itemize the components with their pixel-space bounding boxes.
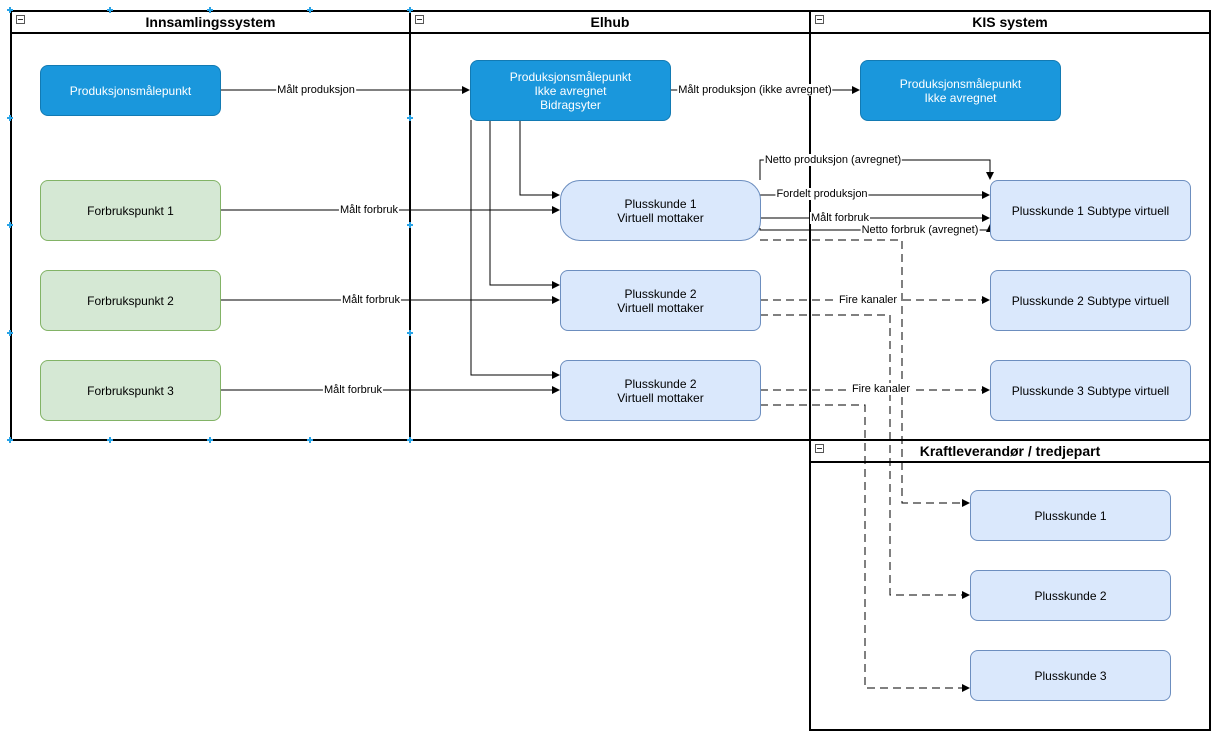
resize-handle[interactable] bbox=[7, 115, 13, 121]
node-forbrukspunkt-2[interactable]: Forbrukspunkt 2 bbox=[40, 270, 221, 331]
node-plusskunde-3-kraft[interactable]: Plusskunde 3 bbox=[970, 650, 1171, 701]
edge-label-malt-produksjon-ikke-avregnet: Målt produksjon (ikke avregnet) bbox=[677, 84, 833, 96]
resize-handle[interactable] bbox=[7, 7, 13, 13]
lane-header: Innsamlingssystem bbox=[12, 12, 409, 34]
node-line: Plusskunde 3 bbox=[1034, 668, 1107, 683]
node-line: Virtuell mottaker bbox=[617, 300, 704, 315]
node-produksjonsmalepunkt-kis[interactable]: Produksjonsmålepunkt Ikke avregnet bbox=[860, 60, 1061, 121]
node-forbrukspunkt-3[interactable]: Forbrukspunkt 3 bbox=[40, 360, 221, 421]
node-forbrukspunkt-1[interactable]: Forbrukspunkt 1 bbox=[40, 180, 221, 241]
collapse-icon[interactable] bbox=[415, 15, 424, 24]
resize-handle[interactable] bbox=[107, 7, 113, 13]
resize-handle[interactable] bbox=[407, 115, 413, 121]
edge-label-malt-forbruk-1: Målt forbruk bbox=[338, 204, 400, 216]
lane-title: Innsamlingssystem bbox=[145, 14, 276, 30]
node-plusskunde-1-virtuell[interactable]: Plusskunde 1 Virtuell mottaker bbox=[560, 180, 761, 241]
lane-title: Kraftleverandør / tredjepart bbox=[919, 443, 1101, 459]
resize-handle[interactable] bbox=[307, 7, 313, 13]
resize-handle[interactable] bbox=[7, 222, 13, 228]
node-line: Plusskunde 2 bbox=[624, 286, 697, 301]
resize-handle[interactable] bbox=[407, 437, 413, 443]
node-line: Forbrukspunkt 3 bbox=[87, 383, 174, 398]
node-line: Plusskunde 1 bbox=[1034, 508, 1107, 523]
edge-label-fire-kanaler-3: Fire kanaler bbox=[850, 383, 912, 395]
node-line: Plusskunde 2 Subtype virtuell bbox=[1011, 293, 1170, 308]
resize-handle[interactable] bbox=[407, 7, 413, 13]
edge-label-fordelt-produksjon: Fordelt produksjon bbox=[775, 188, 869, 200]
lane-header: Elhub bbox=[411, 12, 809, 34]
collapse-icon[interactable] bbox=[815, 15, 824, 24]
lane-header: Kraftleverandør / tredjepart bbox=[811, 441, 1209, 463]
node-line: Plusskunde 1 Subtype virtuell bbox=[1011, 203, 1170, 218]
edge-label-malt-forbruk-2: Målt forbruk bbox=[340, 294, 402, 306]
resize-handle[interactable] bbox=[207, 7, 213, 13]
edge-label-netto-forbruk: Netto forbruk (avregnet) bbox=[860, 224, 980, 236]
resize-handle[interactable] bbox=[207, 437, 213, 443]
resize-handle[interactable] bbox=[407, 330, 413, 336]
node-line: Plusskunde 3 Subtype virtuell bbox=[1011, 383, 1170, 398]
node-line: Forbrukspunkt 1 bbox=[87, 203, 174, 218]
node-line: Produksjonsmålepunkt bbox=[69, 83, 192, 98]
node-line: Bidragsyter bbox=[540, 97, 601, 112]
resize-handle[interactable] bbox=[107, 437, 113, 443]
node-line: Produksjonsmålepunkt bbox=[509, 69, 632, 84]
edge-label-malt-forbruk-kis: Målt forbruk bbox=[809, 212, 871, 224]
collapse-icon[interactable] bbox=[815, 444, 824, 453]
lane-title: KIS system bbox=[972, 14, 1048, 30]
node-plusskunde-3-subtype[interactable]: Plusskunde 3 Subtype virtuell bbox=[990, 360, 1191, 421]
resize-handle[interactable] bbox=[7, 330, 13, 336]
lane-header: KIS system bbox=[811, 12, 1209, 34]
resize-handle[interactable] bbox=[7, 437, 13, 443]
node-plusskunde-2-subtype[interactable]: Plusskunde 2 Subtype virtuell bbox=[990, 270, 1191, 331]
collapse-icon[interactable] bbox=[16, 15, 25, 24]
lane-title: Elhub bbox=[590, 14, 630, 30]
node-line: Virtuell mottaker bbox=[617, 390, 704, 405]
edge-label-netto-produksjon: Netto produksjon (avregnet) bbox=[763, 154, 903, 166]
node-plusskunde-3-virtuell[interactable]: Plusskunde 2 Virtuell mottaker bbox=[560, 360, 761, 421]
node-line: Virtuell mottaker bbox=[617, 210, 704, 225]
node-line: Plusskunde 2 bbox=[624, 376, 697, 391]
node-plusskunde-2-kraft[interactable]: Plusskunde 2 bbox=[970, 570, 1171, 621]
edge-label-malt-produksjon: Målt produksjon bbox=[276, 84, 356, 96]
resize-handle[interactable] bbox=[407, 222, 413, 228]
node-produksjonsmalepunkt-innsamling[interactable]: Produksjonsmålepunkt bbox=[40, 65, 221, 116]
node-plusskunde-1-kraft[interactable]: Plusskunde 1 bbox=[970, 490, 1171, 541]
node-produksjonsmalepunkt-elhub[interactable]: Produksjonsmålepunkt Ikke avregnet Bidra… bbox=[470, 60, 671, 121]
resize-handle[interactable] bbox=[307, 437, 313, 443]
node-line: Ikke avregnet bbox=[924, 90, 997, 105]
node-line: Plusskunde 1 bbox=[624, 196, 697, 211]
node-line: Plusskunde 2 bbox=[1034, 588, 1107, 603]
node-line: Produksjonsmålepunkt bbox=[899, 76, 1022, 91]
edge-label-malt-forbruk-3: Målt forbruk bbox=[322, 384, 384, 396]
node-line: Ikke avregnet bbox=[534, 83, 607, 98]
node-line: Forbrukspunkt 2 bbox=[87, 293, 174, 308]
node-plusskunde-2-virtuell[interactable]: Plusskunde 2 Virtuell mottaker bbox=[560, 270, 761, 331]
edge-label-fire-kanaler-2: Fire kanaler bbox=[837, 294, 899, 306]
node-plusskunde-1-subtype[interactable]: Plusskunde 1 Subtype virtuell bbox=[990, 180, 1191, 241]
